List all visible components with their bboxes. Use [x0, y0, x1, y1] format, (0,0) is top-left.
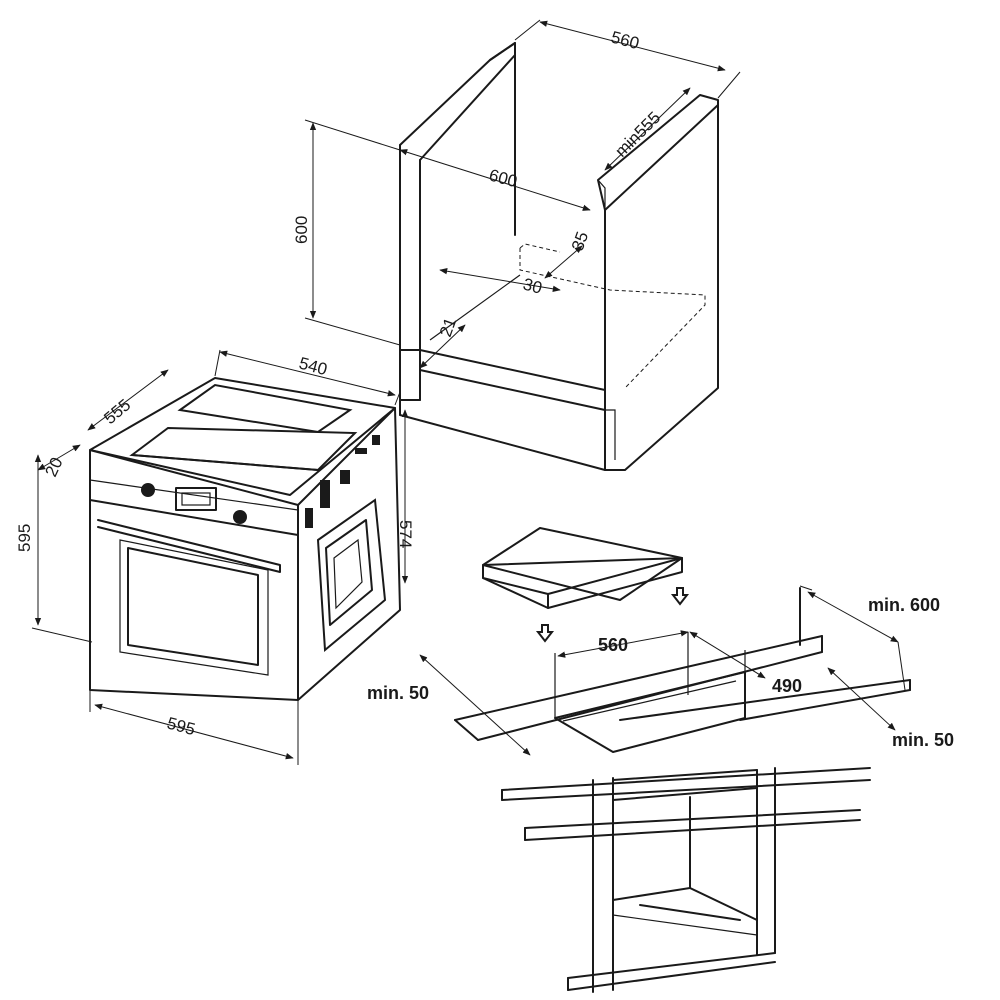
hob-min-left-label: min. 50 — [367, 683, 429, 703]
hob-min-right-label: min. 50 — [892, 730, 954, 750]
hob-drawing: min. 600 560 490 min. 50 min. 50 — [367, 527, 954, 993]
door-offset-label: 20 — [41, 455, 66, 480]
vent-depth-label: 35 — [568, 229, 592, 253]
oven-front-height-label: 595 — [15, 524, 34, 552]
cabinet-depth-label: min555 — [611, 108, 664, 161]
oven-side-height-label: 574 — [396, 520, 415, 548]
hob-cutout-width-label: 560 — [598, 635, 628, 655]
oven-top-width-label: 540 — [297, 354, 329, 380]
oven-depth-label: 555 — [100, 395, 134, 428]
plinth-label: 21 — [436, 315, 460, 339]
hob-min-back-label: min. 600 — [868, 595, 940, 615]
hob-cutout-depth-label: 490 — [772, 676, 802, 696]
cabinet-width-label: 560 — [609, 28, 641, 54]
oven-bottom-width-label: 595 — [165, 714, 197, 740]
vent-width-label: 30 — [521, 275, 544, 298]
cabinet-height-label: 600 — [292, 216, 311, 244]
oven-drawing: 540 555 20 595 574 595 — [15, 349, 415, 765]
